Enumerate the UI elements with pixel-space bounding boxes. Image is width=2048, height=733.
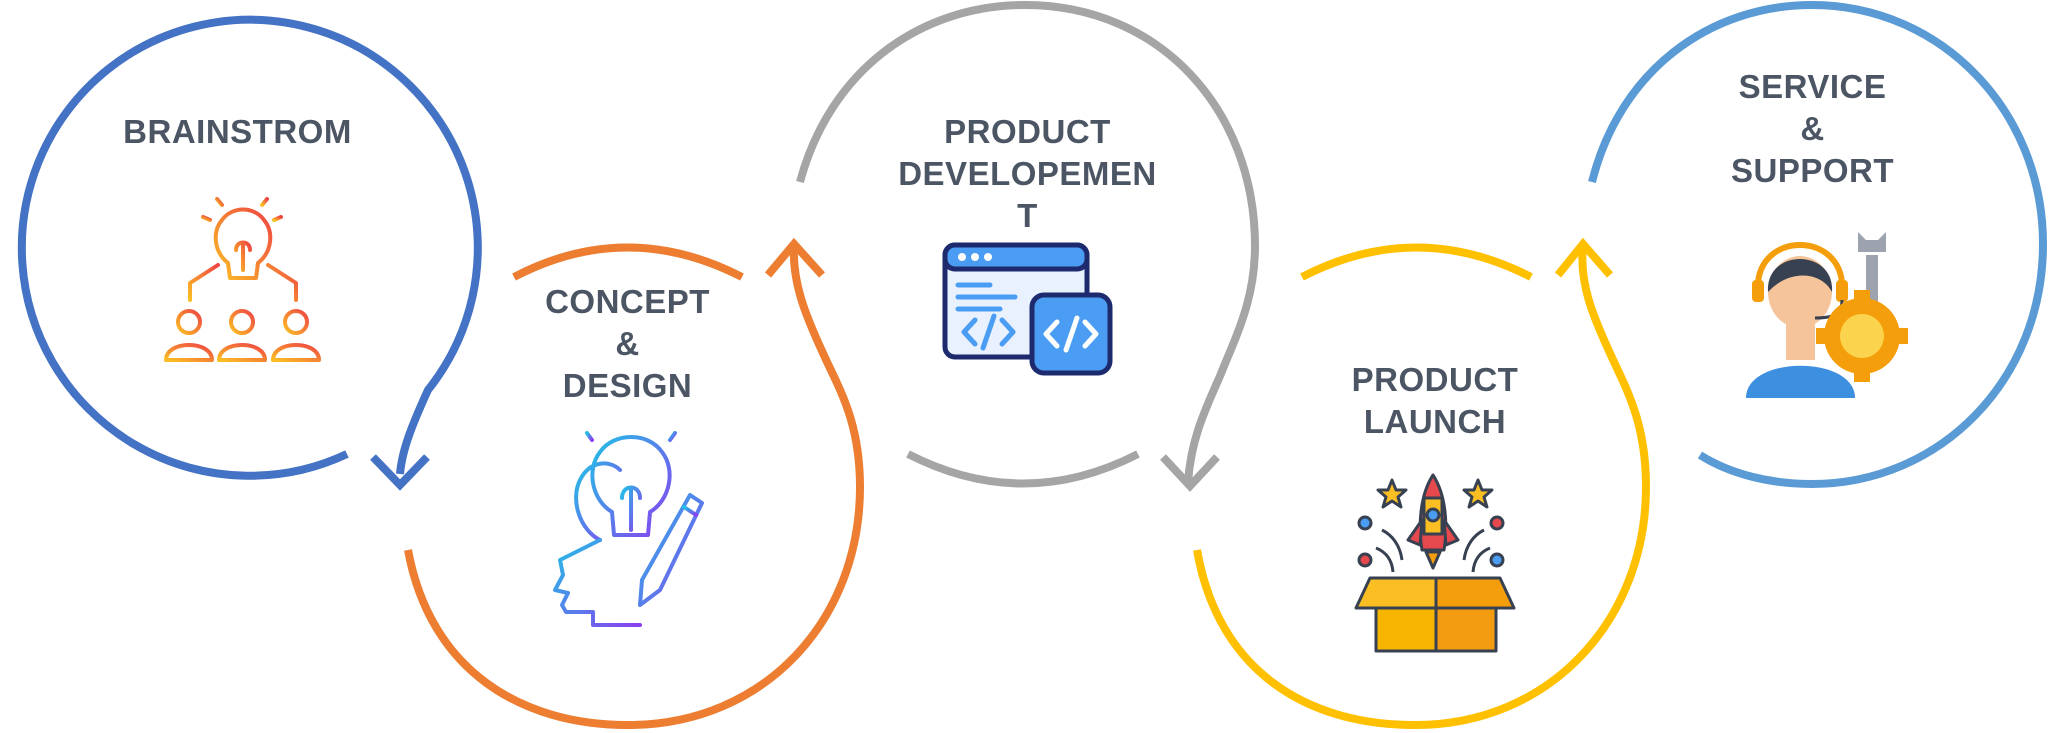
- product-development-loop: [796, 0, 1260, 483]
- product-launch-top-arc: [1300, 243, 1533, 281]
- label-line: DEVELOPEMEN: [898, 155, 1157, 192]
- code-window-icon: [942, 242, 1113, 376]
- label-line: PRODUCT: [1351, 361, 1519, 398]
- rocket-box-icon: [1354, 473, 1516, 653]
- stage-label-product-development: PRODUCT DEVELOPEMEN T: [880, 111, 1175, 237]
- stage-label-brainstorm: BRAINSTROM: [95, 111, 380, 153]
- service-support-loop: [1588, 0, 2048, 489]
- product-launch-arrowhead: [1554, 237, 1614, 278]
- label-line: SERVICE: [1738, 68, 1887, 105]
- label-line: CONCEPT: [545, 283, 710, 320]
- product-launch-loop: [1193, 244, 1651, 730]
- concept-design-loop: [404, 244, 865, 730]
- concept-design-arrowhead: [764, 237, 825, 278]
- label-line: DESIGN: [562, 367, 693, 404]
- stage-label-concept-design: CONCEPT & DESIGN: [500, 281, 755, 407]
- brainstorm-loop: [17, 15, 482, 480]
- concept-design-top-arc: [512, 243, 744, 281]
- product-development-arrowhead: [1160, 454, 1220, 492]
- idea-head-pencil-icon: [553, 416, 704, 627]
- brainstorm-arrowhead: [370, 454, 430, 491]
- label-line: BRAINSTROM: [123, 113, 352, 150]
- label-line: SUPPORT: [1730, 152, 1895, 189]
- label-line: PRODUCT: [944, 113, 1111, 150]
- label-line: T: [1017, 197, 1038, 234]
- label-line: &: [615, 325, 640, 362]
- stage-label-product-launch: PRODUCT LAUNCH: [1300, 359, 1570, 443]
- brainstorm-icon: [164, 191, 321, 362]
- product-development-bottom-arc: [906, 450, 1140, 488]
- label-line: &: [1800, 110, 1825, 147]
- stage-label-service-support: SERVICE & SUPPORT: [1680, 66, 1945, 192]
- label-line: LAUNCH: [1363, 403, 1507, 440]
- support-agent-gear-icon: [1746, 232, 1908, 398]
